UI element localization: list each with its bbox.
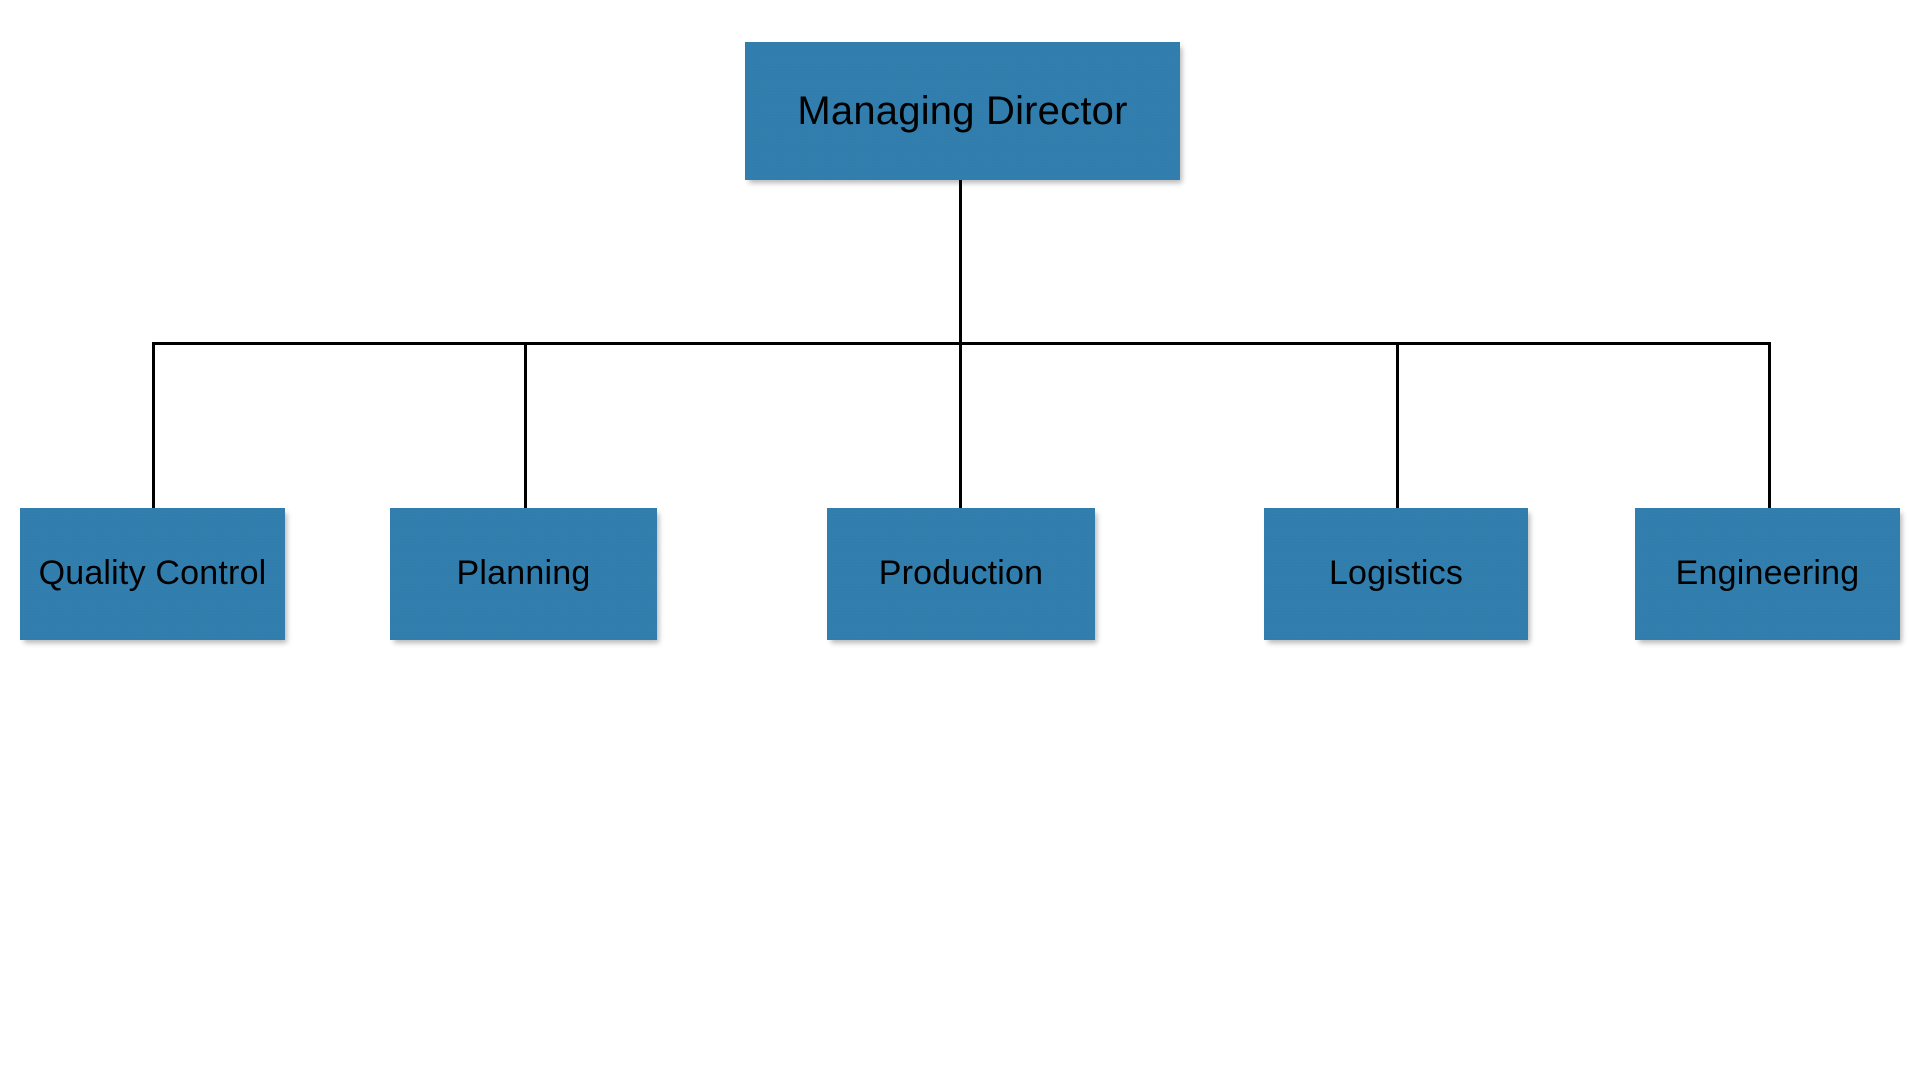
node-quality-control[interactable]: Quality Control <box>20 508 285 640</box>
node-logistics[interactable]: Logistics <box>1264 508 1528 640</box>
node-label-managing-director: Managing Director <box>797 89 1128 133</box>
node-label-quality-control: Quality Control <box>38 554 267 593</box>
node-engineering[interactable]: Engineering <box>1635 508 1900 640</box>
connector-drop-planning <box>524 342 527 508</box>
node-managing-director[interactable]: Managing Director <box>745 42 1180 180</box>
connector-drop-engineering <box>1768 342 1771 508</box>
node-production[interactable]: Production <box>827 508 1095 640</box>
connector-drop-logistics <box>1396 342 1399 508</box>
node-label-planning: Planning <box>456 554 591 593</box>
node-label-logistics: Logistics <box>1328 554 1464 593</box>
node-label-production: Production <box>878 554 1044 593</box>
node-planning[interactable]: Planning <box>390 508 657 640</box>
connector-root-stem <box>959 180 962 345</box>
connector-drop-production <box>959 342 962 508</box>
connector-drop-quality-control <box>152 342 155 508</box>
node-label-engineering: Engineering <box>1675 554 1860 593</box>
